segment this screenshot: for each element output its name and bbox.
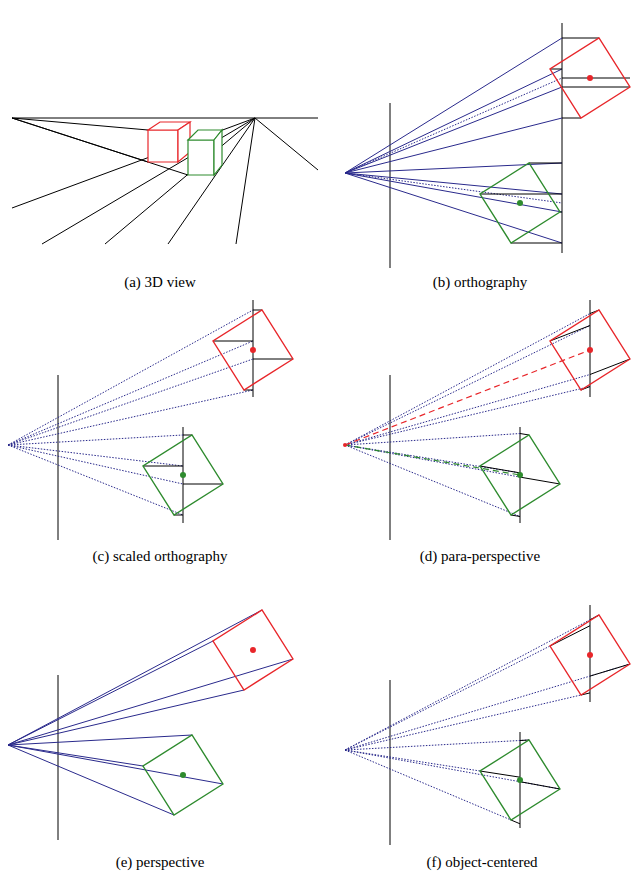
eye-point: [343, 443, 347, 447]
green-center: [517, 472, 523, 478]
red-center: [250, 347, 256, 353]
red-center: [587, 652, 593, 658]
red-center: [587, 347, 593, 353]
orthography-panel: [345, 23, 630, 268]
green-object: [480, 435, 560, 515]
object-centered-panel: [345, 605, 630, 845]
figure-caption: (c) scaled orthography: [93, 547, 228, 565]
3d-view-sketch: [12, 118, 318, 244]
red-center: [587, 75, 593, 81]
figure-caption: (a) 3D view: [124, 273, 196, 291]
perspective-panel: [8, 610, 293, 840]
red-object: [550, 615, 630, 695]
green-center: [517, 200, 523, 206]
green-object: [143, 735, 223, 815]
para-perspective-panel: [343, 300, 630, 540]
red-object: [550, 38, 630, 118]
scaled-orthography-panel: [8, 300, 293, 540]
green-object: [480, 740, 560, 820]
green-center: [180, 772, 186, 778]
green-center: [517, 777, 523, 783]
figure-caption: (b) orthography: [433, 273, 528, 291]
figure-caption: (e) perspective: [116, 853, 205, 871]
figure-caption: (f) object-centered: [426, 853, 537, 871]
red-center: [250, 647, 256, 653]
green-object: [143, 435, 223, 515]
red-cube: [148, 122, 190, 162]
green-object: [480, 163, 560, 243]
red-object: [213, 310, 293, 390]
red-object: [550, 310, 630, 390]
green-center: [180, 472, 186, 478]
figure-caption: (d) para-perspective: [420, 547, 540, 565]
red-object: [213, 610, 293, 690]
green-cube: [188, 130, 222, 175]
